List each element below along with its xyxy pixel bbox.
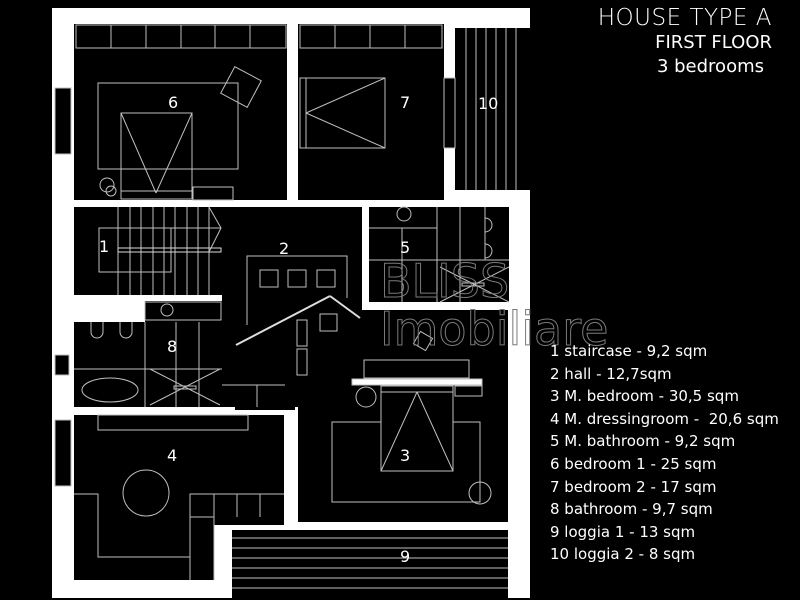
- windows: [54, 77, 456, 487]
- legend-item-hall: 2 hall - 12,7sqm: [550, 364, 672, 383]
- legend-item-bedroom-1: 6 bedroom 1 - 25 sqm: [550, 454, 717, 473]
- legend-item-master-dressingroom: 4 M. dressingroom - 20,6 sqm: [550, 409, 779, 428]
- room-number-6: 6: [168, 93, 178, 112]
- legend-item-loggia-1: 9 loggia 1 - 13 sqm: [550, 522, 696, 541]
- title-block: HOUSE TYPE A FIRST FLOOR 3 bedrooms: [598, 4, 772, 80]
- room-numbers: 6 7 10 1 2 5 8 4 3 9: [99, 93, 498, 566]
- legend-item-master-bedroom: 3 M. bedroom - 30,5 sqm: [550, 387, 739, 406]
- legend-item-loggia-2: 10 loggia 2 - 8 sqm: [550, 545, 696, 564]
- room-number-4: 4: [167, 446, 177, 465]
- room-number-9: 9: [400, 547, 410, 566]
- room-number-7: 7: [400, 93, 410, 112]
- watermark: BLISS Imobiliare: [380, 254, 609, 357]
- legend-item-bathroom: 8 bathroom - 9,7 sqm: [550, 500, 713, 519]
- fixtures: [74, 24, 517, 589]
- room-number-2: 2: [279, 239, 289, 258]
- watermark-imobiliare: Imobiliare: [380, 302, 608, 356]
- floor-subtitle: FIRST FLOOR: [655, 32, 772, 53]
- room-number-10: 10: [478, 94, 498, 113]
- legend-item-master-bathroom: 5 M. bathroom - 9,2 sqm: [550, 432, 736, 451]
- room-number-5: 5: [400, 238, 410, 257]
- bedroom-count: 3 bedrooms: [656, 56, 764, 77]
- room-number-1: 1: [99, 237, 109, 256]
- house-type-title: HOUSE TYPE A: [597, 5, 772, 31]
- legend-item-staircase: 1 staircase - 9,2 sqm: [550, 342, 708, 360]
- room-legend: 1 staircase - 9,2 sqm 2 hall - 12,7sqm 3…: [550, 340, 779, 566]
- watermark-bliss: BLISS: [380, 254, 509, 308]
- legend-item-bedroom-2: 7 bedroom 2 - 17 sqm: [550, 477, 717, 496]
- room-number-3: 3: [400, 446, 410, 465]
- room-number-8: 8: [167, 337, 177, 356]
